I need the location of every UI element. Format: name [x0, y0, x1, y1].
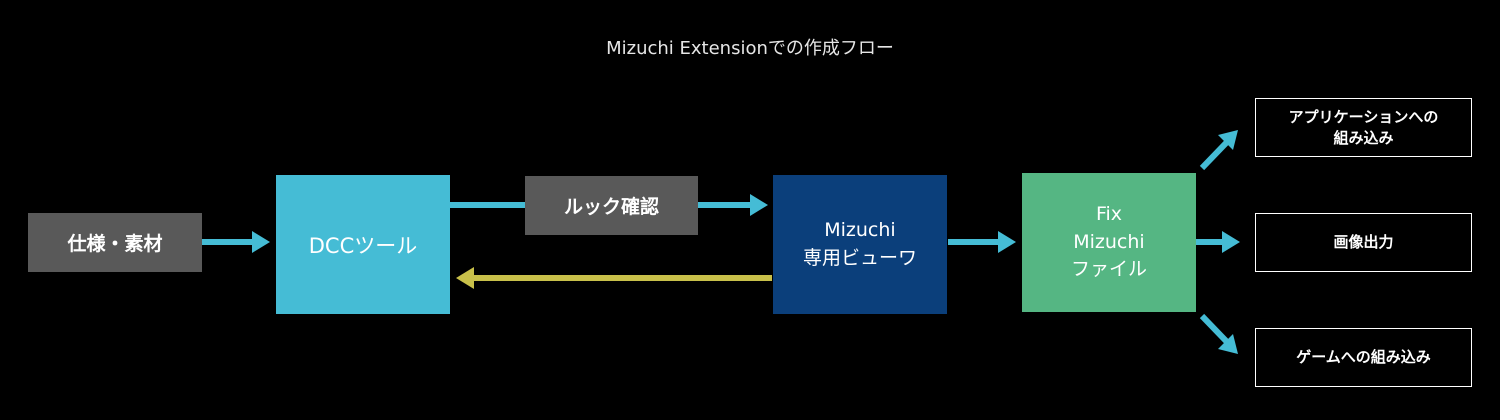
- mizuchi-viewer-box: Mizuchi 専用ビューワ: [773, 175, 947, 314]
- app-label-line1: アプリケーションへの: [1288, 108, 1439, 127]
- viewer-label-line2: 専用ビューワ: [802, 246, 917, 269]
- dcc-tool-box: DCCツール: [276, 175, 450, 314]
- arrow-viewer-to-dcc-return: [456, 267, 772, 289]
- spec-materials-label: 仕様・素材: [67, 233, 163, 255]
- app-integration-box: アプリケーションへの 組み込み: [1255, 98, 1472, 157]
- arrow-viewer-to-fix: [948, 231, 1016, 253]
- look-check-box: ルック確認: [525, 176, 698, 235]
- diagram-title: Mizuchi Extensionでの作成フロー: [606, 38, 894, 59]
- image-output-box: 画像出力: [1255, 213, 1472, 272]
- look-check-label: ルック確認: [563, 196, 659, 218]
- arrow-spec-to-dcc: [202, 231, 270, 253]
- viewer-label-line1: Mizuchi: [824, 218, 896, 241]
- spec-materials-box: 仕様・素材: [28, 213, 202, 272]
- fix-mizuchi-file-box: Fix Mizuchi ファイル: [1022, 173, 1196, 312]
- image-output-label: 画像出力: [1333, 233, 1394, 252]
- app-label-line2: 組み込み: [1333, 128, 1394, 147]
- fix-label-line3: ファイル: [1070, 258, 1147, 281]
- dcc-tool-label: DCCツール: [308, 233, 418, 258]
- fix-label-line2: Mizuchi: [1073, 230, 1145, 253]
- arrow-look-to-viewer: [698, 194, 768, 216]
- arrow-fix-to-game: [1199, 313, 1238, 354]
- arrow-fix-to-image: [1196, 231, 1240, 253]
- arrow-fix-to-app: [1199, 130, 1238, 171]
- fix-label-line1: Fix: [1095, 203, 1123, 226]
- game-integration-box: ゲームへの組み込み: [1255, 328, 1472, 387]
- game-integration-label: ゲームへの組み込み: [1296, 348, 1431, 367]
